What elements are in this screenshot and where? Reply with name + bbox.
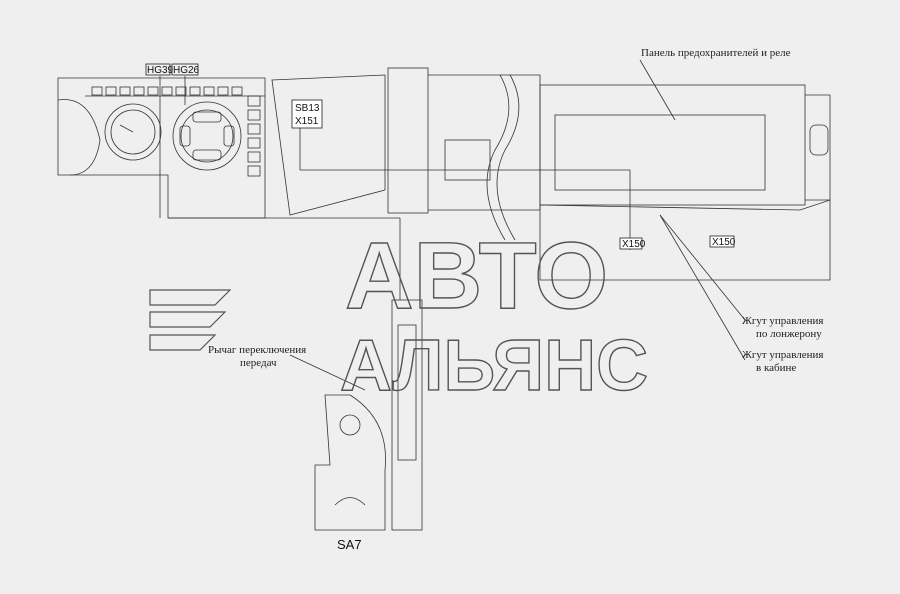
label-sa7: SA7 [337,537,362,552]
label-fuse-panel: Панель предохранителей и реле [641,47,791,59]
label-x150-b: X150 [712,237,736,248]
label-gear-lever-2: передач [240,357,277,369]
label-hg26: HG26 [173,65,200,76]
switch-strip [91,86,243,96]
gear-lever-mount [314,394,386,531]
label-hg39: HG39 [147,65,174,76]
label-harness-sp-1: Жгут управления [742,315,823,327]
label-x151: X151 [295,116,319,127]
label-gear-lever-1: Рычаг переключения [208,344,306,356]
console-column [387,67,429,214]
label-harness-cab-2: в кабине [756,362,796,374]
label-sb13: SB13 [295,103,320,114]
gear-lever-knob [339,414,361,436]
speedometer-gauge [172,101,242,171]
fuse-relay-panel [539,84,806,206]
watermark: АВТО АЛЬЯНС [149,222,649,407]
fuse-board [554,114,766,191]
center-console [271,74,386,216]
label-x150-a: X150 [622,239,646,250]
instrument-panel [57,77,266,219]
tachometer-gauge [104,103,162,161]
gear-shaft [391,299,423,531]
label-harness-sp-2: по лонжерону [756,328,822,340]
harness-channel [539,199,831,281]
label-harness-cab-1: Жгут управления [742,349,823,361]
watermark-line2: АЛЬЯНС [340,326,648,406]
watermark-logo-icon [149,289,232,351]
switch-column [247,95,261,177]
watermark-line1: АВТО [345,223,608,329]
panel-curve [57,99,101,176]
